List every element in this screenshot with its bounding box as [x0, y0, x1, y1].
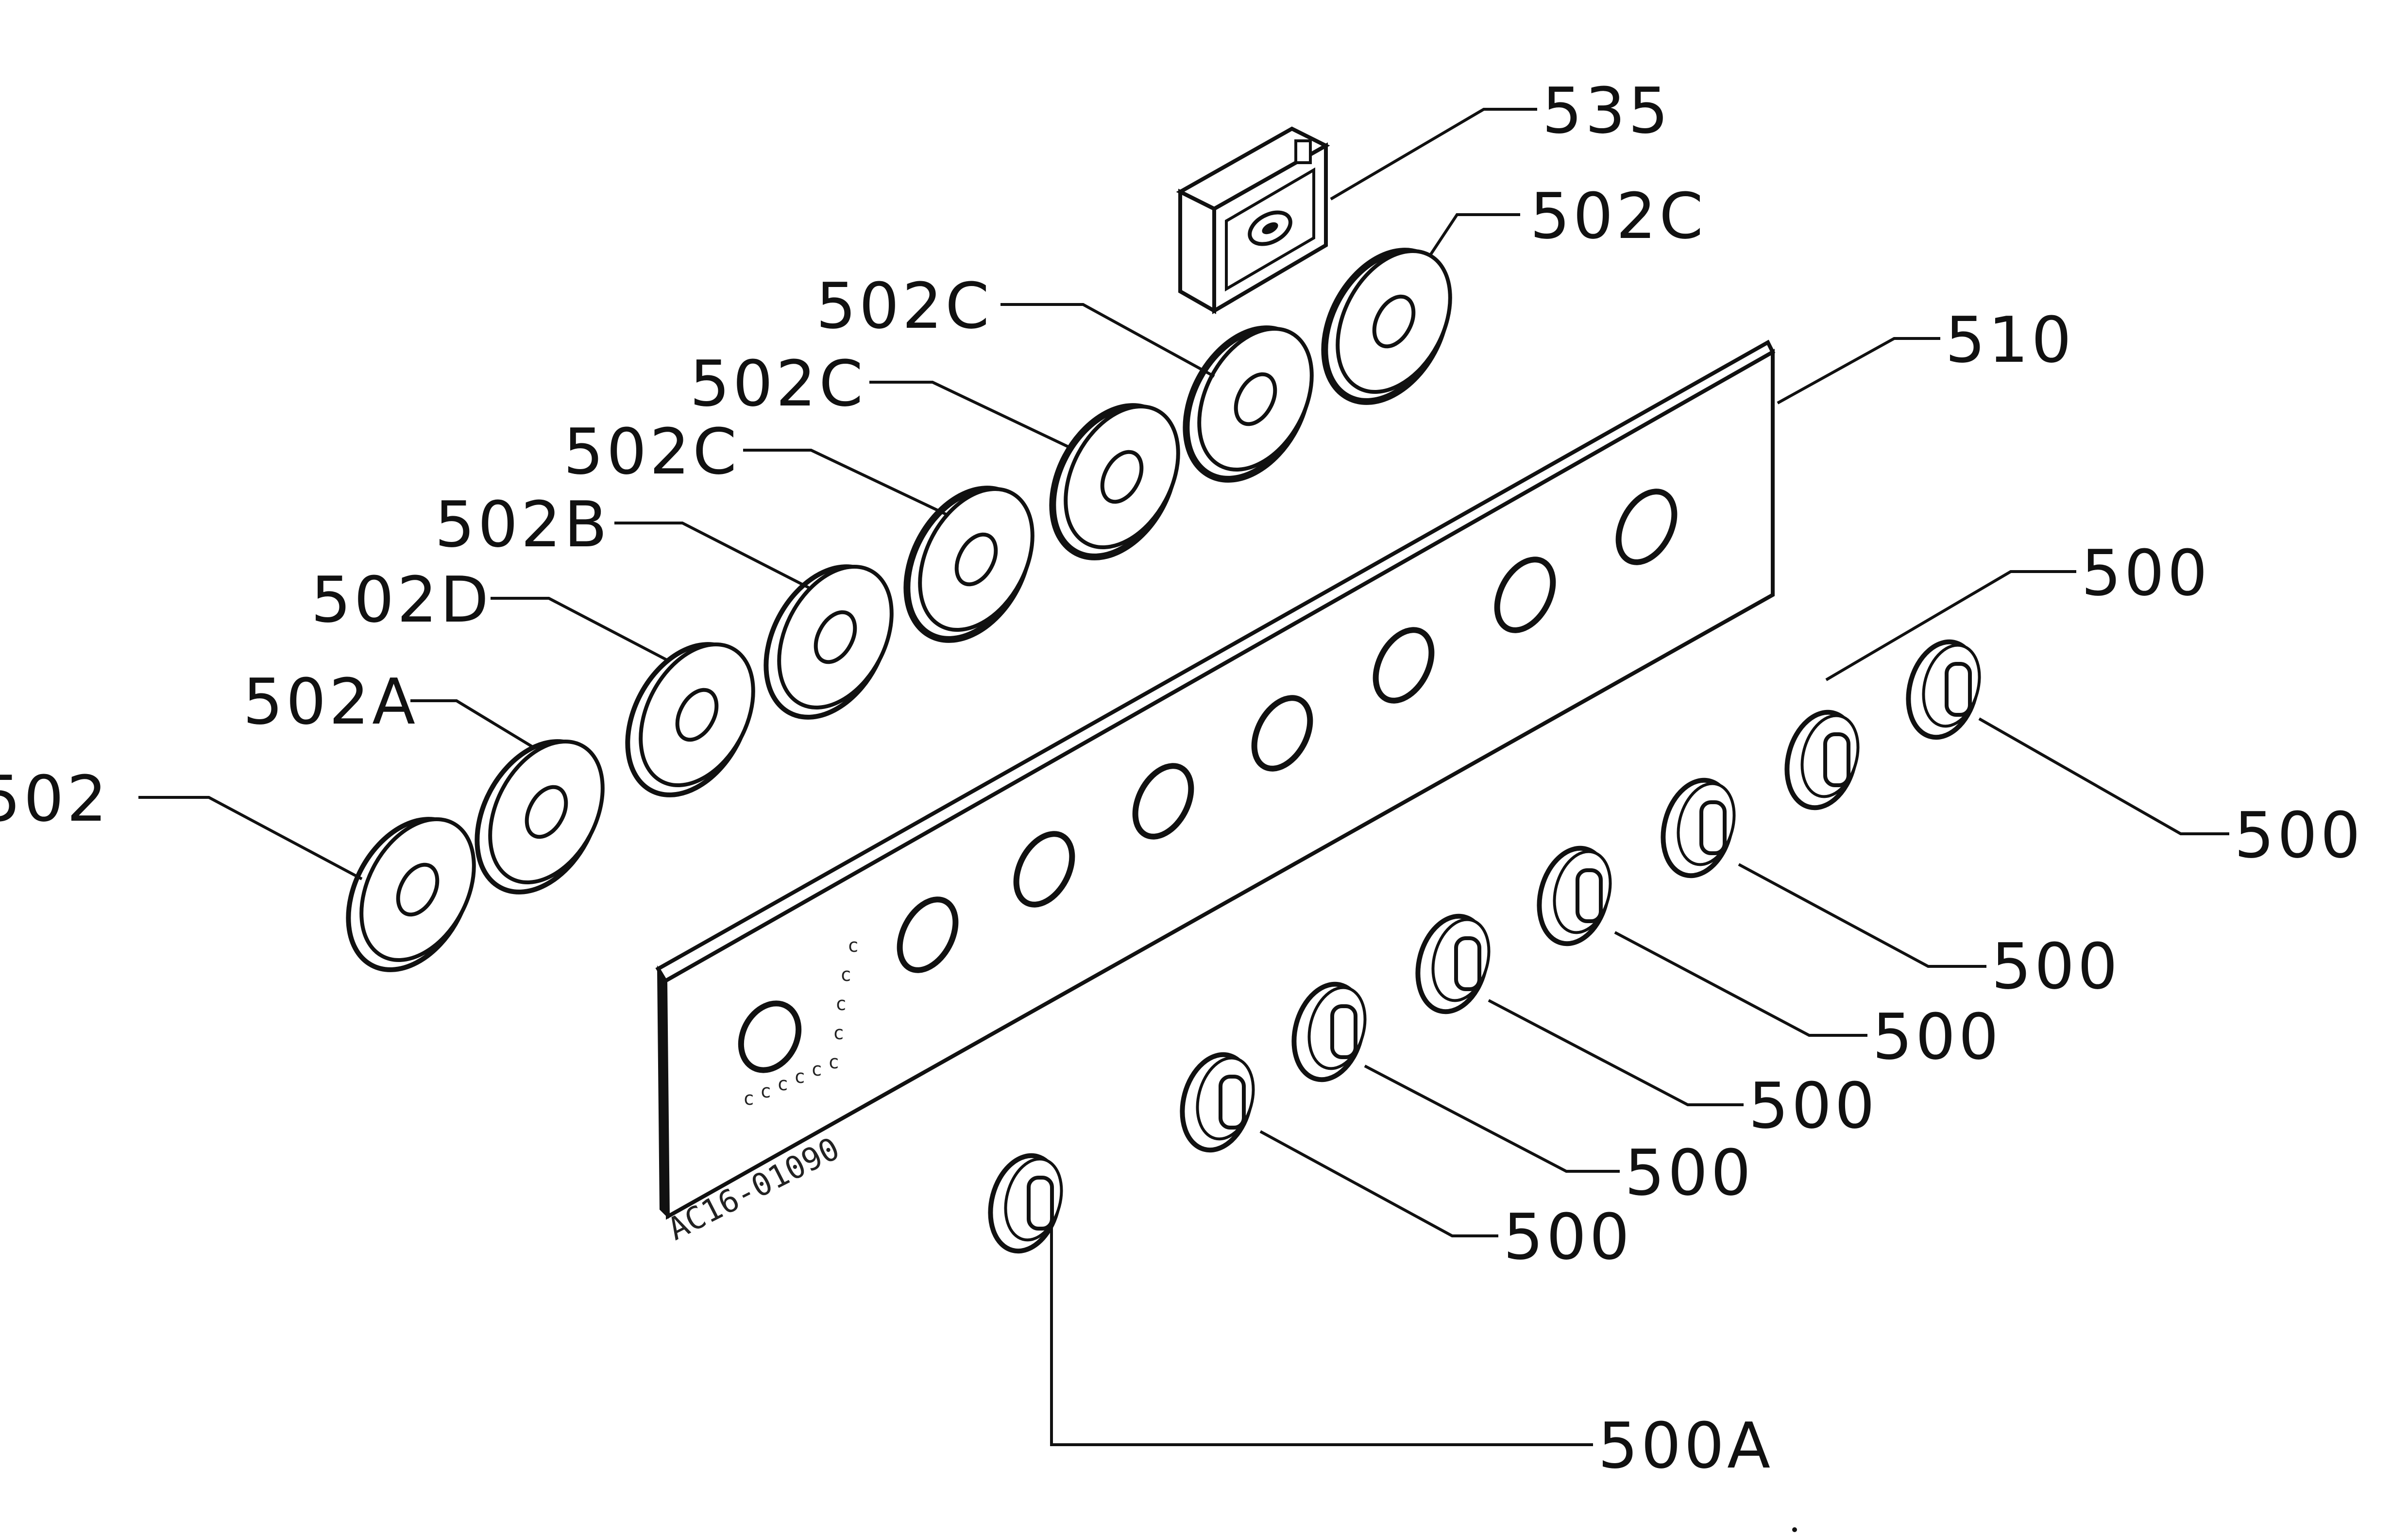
- svg-text:c: c: [777, 1073, 788, 1095]
- label-500-2: 500: [2234, 798, 2363, 872]
- washer-502b: [763, 564, 894, 720]
- svg-text:c: c: [828, 1051, 839, 1073]
- label-535: 535: [1542, 74, 1671, 148]
- label-500-5: 500: [1748, 1069, 1878, 1143]
- label-502c-1: 502C: [563, 415, 740, 489]
- label-500a: 500A: [1598, 1409, 1773, 1483]
- knob-500-4: [1537, 845, 1612, 946]
- part-labels: 502 502A 502D 502B 502C 502C 502C 502C 5…: [0, 74, 2363, 1483]
- label-500-6: 500: [1625, 1136, 1754, 1210]
- svg-text:c: c: [848, 935, 859, 956]
- label-510: 510: [1945, 303, 2074, 377]
- svg-text:c: c: [794, 1066, 805, 1087]
- svg-text:c: c: [840, 964, 851, 985]
- washer-502d: [625, 642, 755, 797]
- label-500-1: 500: [2081, 536, 2210, 610]
- label-502b: 502B: [435, 488, 610, 561]
- svg-text:c: c: [835, 993, 847, 1014]
- label-502c-4: 502C: [1530, 179, 1706, 253]
- label-502c-2: 502C: [690, 347, 866, 421]
- panel-holes: [738, 489, 1678, 1073]
- label-502c-3: 502C: [816, 269, 992, 343]
- stray-dot: [1792, 1527, 1797, 1532]
- knob-500-5: [1661, 777, 1736, 878]
- knob-500-7: [1906, 639, 1981, 740]
- label-502a: 502A: [243, 665, 418, 739]
- washer-502c-3: [1183, 325, 1314, 483]
- label-500-4: 500: [1872, 1000, 2001, 1074]
- knobs: [988, 639, 1981, 1254]
- label-502d: 502D: [311, 563, 492, 637]
- knob-500-1: [1180, 1052, 1255, 1153]
- washer-502c-2: [1049, 403, 1180, 560]
- svg-text:c: c: [760, 1080, 771, 1102]
- label-500-3: 500: [1991, 929, 2120, 1003]
- indicator-bracket-535: [1176, 126, 1330, 314]
- knob-500-3: [1415, 913, 1491, 1014]
- svg-text:c: c: [833, 1022, 844, 1044]
- washers: [346, 248, 1452, 972]
- knob-500-6: [1784, 709, 1860, 810]
- leader-lines: [138, 108, 2229, 1446]
- svg-text:c: c: [743, 1088, 754, 1109]
- knob-500-2: [1291, 981, 1367, 1082]
- label-500-7: 500: [1503, 1200, 1632, 1274]
- washer-502a: [475, 739, 605, 895]
- washer-502: [346, 817, 476, 972]
- washer-502c-1: [903, 486, 1034, 643]
- svg-text:c: c: [811, 1059, 822, 1080]
- washer-502c-4: [1321, 248, 1452, 405]
- knob-500a: [988, 1153, 1063, 1254]
- label-502: 502: [0, 762, 110, 836]
